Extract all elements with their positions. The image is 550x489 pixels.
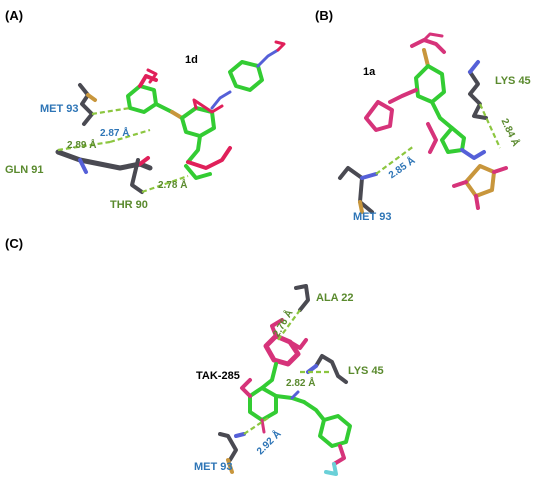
ligand-phenyl-oxygen [332, 444, 346, 466]
ligand-bottom-ring-oxygen-2 [492, 166, 508, 174]
ala22-side-chain [294, 284, 310, 312]
hbond-met93-1d [91, 106, 131, 116]
lys45-side-chain [468, 70, 488, 120]
panel-a-protein-sticks [55, 83, 153, 194]
ligand-left-ring [364, 100, 394, 132]
ligand-top-cluster-extension [270, 318, 284, 338]
hbond-gln91-1d [57, 140, 111, 152]
panel-c: (C) TAK-285 [5, 236, 384, 476]
thr90-side-chain [130, 158, 144, 194]
ligand-central-ring [414, 64, 446, 104]
ligand-tail [186, 134, 202, 164]
ligand-linker-down [430, 100, 454, 130]
met93-side-chain [78, 83, 94, 126]
ligand-carbonyl-down [426, 122, 438, 154]
distance-label-thr90: 2.78 Å [158, 178, 187, 191]
ligand-bottom-atom [260, 418, 266, 434]
ligand-top-cluster-branch [288, 338, 308, 350]
residue-label-lys45-b: LYS 45 [495, 75, 531, 87]
residue-label-lys45-c: LYS 45 [348, 365, 384, 377]
panel-b-ligand-1a [364, 32, 508, 210]
panel-c-ligand-tak285 [240, 318, 352, 476]
hbond-ala22-tak285 [277, 309, 301, 341]
ligand-tail-carbons [184, 164, 212, 180]
ligand-ring-3-nitro [256, 48, 280, 68]
distance-label-met93: 2.87 Å [100, 126, 129, 139]
ligand-top-cluster [263, 333, 301, 367]
panel-c-label: (C) [5, 236, 23, 251]
panel-b-label: (B) [315, 8, 333, 23]
hbond-thr90-1d [141, 174, 189, 194]
residue-label-ala22: ALA 22 [316, 292, 354, 304]
ligand-phenyl-ring [318, 414, 352, 448]
ligand-bottom-ring-oxygen-1 [452, 180, 468, 188]
ligand-amide-linker [210, 90, 232, 110]
panel-a-ligand-1d [126, 40, 286, 180]
panel-b: (B) 1a [315, 8, 531, 223]
lys45-side-chain-c [314, 354, 348, 384]
met93-nitrogen-c [234, 432, 246, 438]
ligand-small-ring [440, 126, 466, 154]
distance-label-lys45-c: 2.82 Å [286, 376, 315, 389]
met93-nitrogen-b [360, 172, 378, 180]
distance-label-lys45-b: 2.84 Å [498, 116, 522, 148]
gln91-oxygen [138, 156, 150, 166]
distance-label-met93-c: 2.92 Å [254, 427, 284, 457]
ligand-phenyl-link [302, 400, 326, 422]
panel-b-protein-sticks [338, 60, 488, 214]
ligand-cf3-group [324, 462, 338, 476]
panel-a-label: (A) [5, 8, 23, 23]
hbond-lys45-1a [478, 103, 502, 149]
met93-sulfur-c [226, 458, 234, 474]
panel-a-ligand-label: 1d [185, 54, 198, 66]
met93-side-chain-c [218, 432, 238, 462]
residue-label-gln91: GLN 91 [5, 164, 44, 176]
ligand-sulfonyl [422, 48, 430, 68]
gln91-nitrogen [78, 158, 88, 174]
lys45-nitrogen [468, 60, 480, 74]
panel-b-ligand-label: 1a [363, 66, 376, 78]
ligand-top-arm [410, 38, 446, 54]
ligand-amide-left [388, 88, 418, 104]
ligand-bottom-ring [464, 164, 496, 198]
ligand-core-ring-magenta [240, 378, 252, 398]
ligand-top-arm-branch [422, 32, 444, 42]
ligand-ring-3-oxygen [274, 40, 286, 52]
ligand-linker-1 [154, 102, 174, 114]
distance-label-met93-b: 2.85 Å [386, 154, 418, 182]
hbond-gln91-1d-continued [109, 128, 151, 144]
residue-label-thr90: THR 90 [110, 199, 148, 211]
ligand-bottom-ring-oxygen-3 [474, 194, 480, 210]
ligand-tail-oxygens [186, 146, 232, 170]
met93-sulfur-b [358, 200, 364, 214]
met93-sulfur [86, 93, 97, 102]
residue-label-met93: MET 93 [40, 103, 79, 115]
residue-label-met93-c: MET 93 [194, 461, 233, 473]
ligand-linker-c [260, 362, 278, 390]
ligand-amine-link [274, 394, 306, 404]
ligand-top-red-fragment [146, 68, 158, 84]
distance-label-gln91: 2.89 Å [67, 138, 96, 151]
ligand-ring-2 [180, 106, 216, 138]
panel-a: (A) 1d [5, 8, 286, 211]
ligand-core-ring [248, 386, 278, 422]
residue-label-met93-b: MET 93 [353, 211, 392, 223]
panel-c-protein-sticks [218, 284, 348, 474]
ligand-ring-1 [126, 84, 158, 114]
hbond-met93-tak285 [243, 417, 269, 435]
ligand-nitrogen-c [290, 390, 300, 400]
ligand-nitrogen-link [460, 148, 486, 160]
ligand-ring-3 [228, 60, 264, 92]
ligand-ring-2-substituent [192, 98, 224, 114]
panel-c-ligand-label: TAK-285 [196, 370, 240, 382]
